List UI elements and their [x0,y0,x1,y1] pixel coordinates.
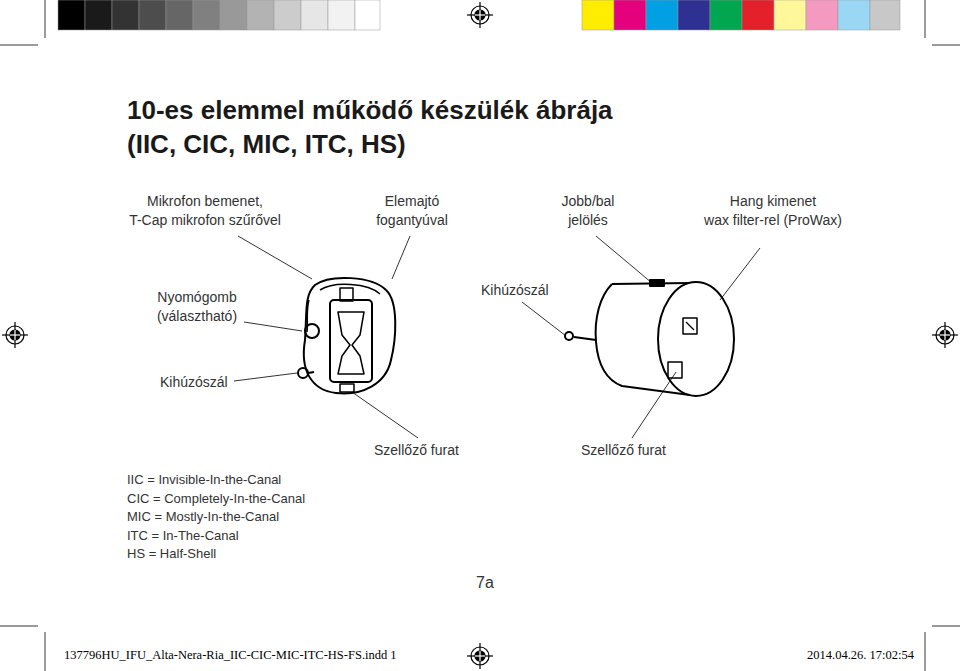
hearing-aid-side-view [565,280,734,396]
part-label: Szellőző furat [581,441,666,460]
page-title: 10-es elemmel működő készülék ábrája (II… [127,93,613,161]
print-date: 2014.04.26. 17:02:54 [807,647,914,663]
process-color-bar [582,0,900,30]
abbreviation-note: IIC = Invisible-In-the-Canal [127,471,281,489]
abbreviation-note: MIC = Mostly-In-the-Canal [127,508,279,526]
part-label: Kihúzószál [160,373,228,392]
abbreviation-note: HS = Half-Shell [127,545,216,563]
abbreviation-note: ITC = In-The-Canal [127,527,239,545]
abbreviation-note: CIC = Completely-In-the-Canal [127,490,305,508]
part-label: Nyomógomb (választható) [157,288,237,326]
part-label: Szellőző furat [374,441,459,460]
part-label: Mikrofon bemenet, T-Cap mikrofon szűrőve… [129,192,281,230]
part-label: Kihúzószál [481,281,549,300]
part-label: Hang kimenet wax filter-rel (ProWax) [704,192,842,230]
page-number: 7a [476,573,494,593]
leader-lines [234,236,760,438]
part-label: Elemajtó fogantyúval [376,192,448,230]
file-name: 137796HU_IFU_Alta-Nera-Ria_IIC-CIC-MIC-I… [64,647,397,663]
part-label: Jobb/bal jelölés [562,192,615,230]
grey-color-bar [58,0,380,30]
hearing-aid-faceplate [298,278,395,394]
